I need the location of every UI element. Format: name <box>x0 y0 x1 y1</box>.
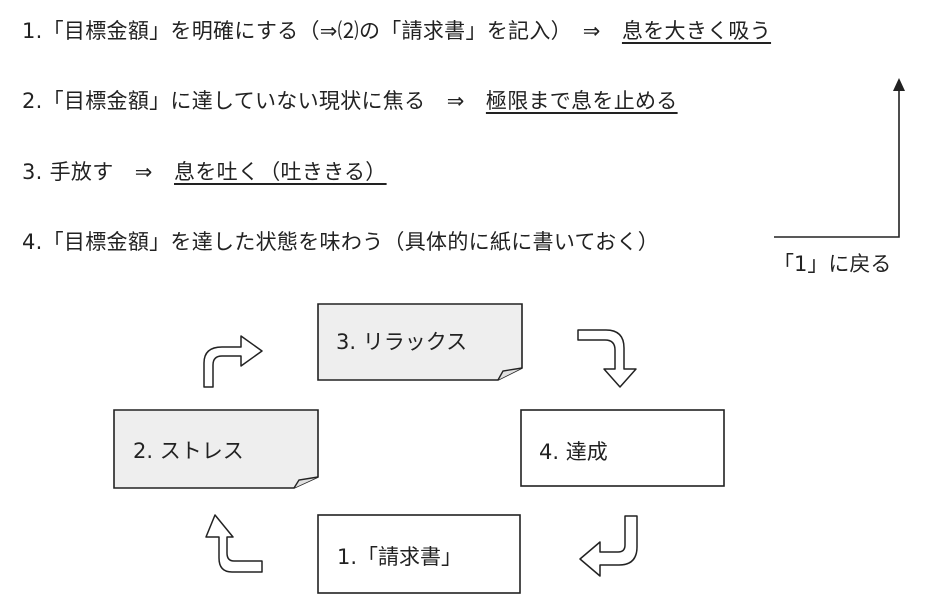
box-stress-label: 2. ストレス <box>133 439 244 463</box>
step-3-action: 息を吐く（吐ききる） <box>174 160 387 184</box>
curved-arrow-icon <box>205 514 263 573</box>
step-3-text: 3. 手放す ⇒ <box>22 160 175 184</box>
step-1-action: 息を大きく吸う <box>621 19 772 43</box>
box-relax-fold <box>497 367 523 381</box>
step-4: 4.「目標金額」を達した状態を味わう（具体的に紙に書いておく） <box>22 232 659 253</box>
return-connector-line <box>774 90 900 238</box>
return-arrow-icon <box>774 78 905 238</box>
step-2-action: 極限まで息を止める <box>485 89 678 113</box>
curved-arrow-icon <box>577 329 637 388</box>
curved-arrow-icon <box>579 515 638 577</box>
step-3: 3. 手放す ⇒ 息を吐く（吐ききる） <box>22 162 387 183</box>
box-achievement-label: 4. 達成 <box>539 440 608 464</box>
step-1-text: 1.「目標金額」を明確にする（⇒⑵の「請求書」を記入） ⇒ <box>22 19 622 43</box>
return-label: 「1」に戻る <box>773 252 892 276</box>
step-2: 2.「目標金額」に達していない現状に焦る ⇒ 極限まで息を止める <box>22 91 678 112</box>
return-arrowhead <box>893 78 905 91</box>
box-stress-fold <box>293 476 319 489</box>
step-4-text: 4.「目標金額」を達した状態を味わう（具体的に紙に書いておく） <box>22 230 660 254</box>
curved-arrow-icon <box>203 335 263 388</box>
box-relax-label: 3. リラックス <box>336 330 468 354</box>
box-invoice-label: 1.「請求書」 <box>337 545 463 569</box>
step-2-text: 2.「目標金額」に達していない現状に焦る ⇒ <box>22 89 486 113</box>
step-1: 1.「目標金額」を明確にする（⇒⑵の「請求書」を記入） ⇒ 息を大きく吸う <box>22 21 771 42</box>
